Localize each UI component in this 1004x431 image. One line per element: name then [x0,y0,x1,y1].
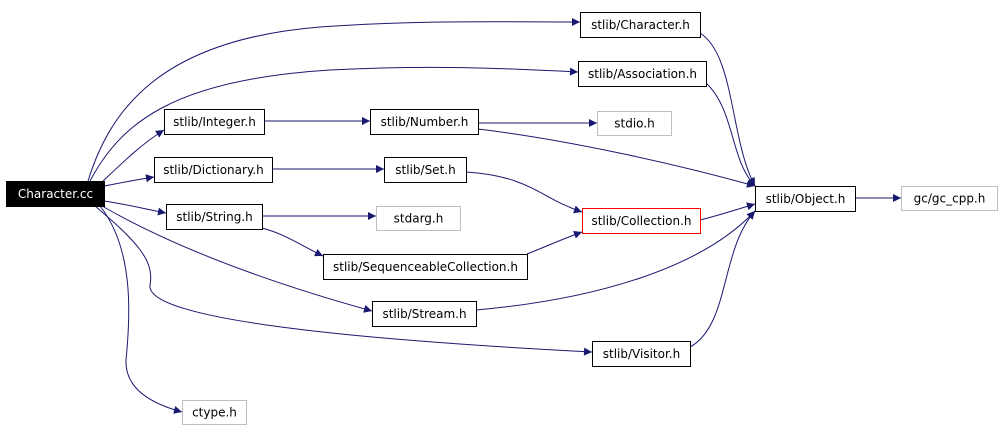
node-box [166,204,263,230]
node-box [592,341,691,367]
node-collection-h[interactable]: stlib/Collection.h [582,208,701,234]
node-box [376,206,461,231]
node-label: stlib/Dictionary.h [163,163,264,177]
node-object-h[interactable]: stlib/Object.h [755,186,856,212]
edge-visitor_h-to-object_h [689,210,756,348]
edge-arrow [705,82,756,187]
edge-association_h-to-object_h [705,82,756,187]
node-box [154,157,273,183]
node-seqcoll-h[interactable]: stlib/SequenceableCollection.h [323,254,528,280]
node-character-h[interactable]: stlib/Character.h [580,12,701,38]
edge-arrow [699,202,756,221]
edge-arrow [99,129,165,185]
node-box [6,181,105,207]
node-label: stlib/Stream.h [382,307,466,321]
edge-arrow [94,205,593,356]
node-box [182,400,247,425]
edge-root-to-association_h [89,66,579,182]
node-label: stlib/String.h [176,210,253,224]
edge-root-to-integer_h [99,129,165,185]
edge-seqcoll_h-to-collection_h [526,230,583,255]
edge-arrow [475,210,756,311]
node-dictionary-h[interactable]: stlib/Dictionary.h [154,157,273,183]
edge-root-to-stream_h [101,205,373,313]
edge-arrow [89,66,579,182]
node-box [755,186,856,212]
node-stdio-h[interactable]: stdio.h [597,111,672,136]
edge-arrow [99,205,183,414]
node-box [597,111,672,136]
edge-arrow [465,171,583,214]
edge-root-to-ctype_h [99,205,183,414]
node-box [582,208,701,234]
edge-arrow [699,32,756,187]
node-label: stlib/Integer.h [173,115,256,129]
edge-collection_h-to-object_h [699,202,756,221]
node-label: stlib/Character.h [591,18,690,32]
node-association-h[interactable]: stlib/Association.h [578,61,707,87]
node-box [580,12,701,38]
node-label: stdio.h [614,117,654,131]
node-box [372,301,477,327]
node-label: stlib/Number.h [381,115,469,129]
node-number-h[interactable]: stlib/Number.h [370,109,479,135]
edge-root-to-string_h [103,200,167,216]
edge-root-to-character_h [87,17,581,182]
edge-root-to-dictionary_h [103,174,155,187]
edge-set_h-to-collection_h [465,171,583,214]
edge-string_h-to-seqcoll_h [261,227,324,257]
edge-arrow [689,210,756,348]
edge-arrow [477,128,756,188]
node-string-h[interactable]: stlib/String.h [166,204,263,230]
node-stdarg-h[interactable]: stdarg.h [376,206,461,231]
edge-arrow [103,174,155,187]
node-box [901,186,998,211]
node-label: stlib/Object.h [766,192,846,206]
node-visitor-h[interactable]: stlib/Visitor.h [592,341,691,367]
node-stream-h[interactable]: stlib/Stream.h [372,301,477,327]
node-box [164,109,265,135]
node-box [370,109,479,135]
edge-arrow [101,205,373,313]
edge-number_h-to-object_h [477,128,756,188]
node-label: stlib/Set.h [395,163,455,177]
node-label: stlib/Visitor.h [603,347,680,361]
node-box [323,254,528,280]
node-box [384,157,467,183]
edges-layer [87,17,901,414]
node-label: stdarg.h [394,212,444,226]
node-label: stlib/SequenceableCollection.h [333,260,518,274]
node-set-h[interactable]: stlib/Set.h [384,157,467,183]
edge-character_h-to-object_h [699,32,756,187]
nodes-layer: Character.cc stlib/Character.h stlib/Assoc… [6,12,998,425]
edge-arrow [103,200,167,216]
edge-arrow [87,17,581,182]
node-integer-h[interactable]: stlib/Integer.h [164,109,265,135]
node-ctype-h[interactable]: ctype.h [182,400,247,425]
node-gc-cpp-h[interactable]: gc/gc_cpp.h [901,186,998,211]
node-label: gc/gc_cpp.h [914,192,986,206]
node-label: Character.cc [18,187,93,201]
node-root[interactable]: Character.cc [6,181,105,207]
node-label: ctype.h [192,406,237,420]
edge-arrow [261,227,324,257]
node-box [578,61,707,87]
edge-stream_h-to-object_h [475,210,756,311]
node-label: stlib/Collection.h [591,214,691,228]
edge-root-to-visitor_h [94,205,593,356]
node-label: stlib/Association.h [588,67,697,81]
edge-arrow [526,230,583,255]
